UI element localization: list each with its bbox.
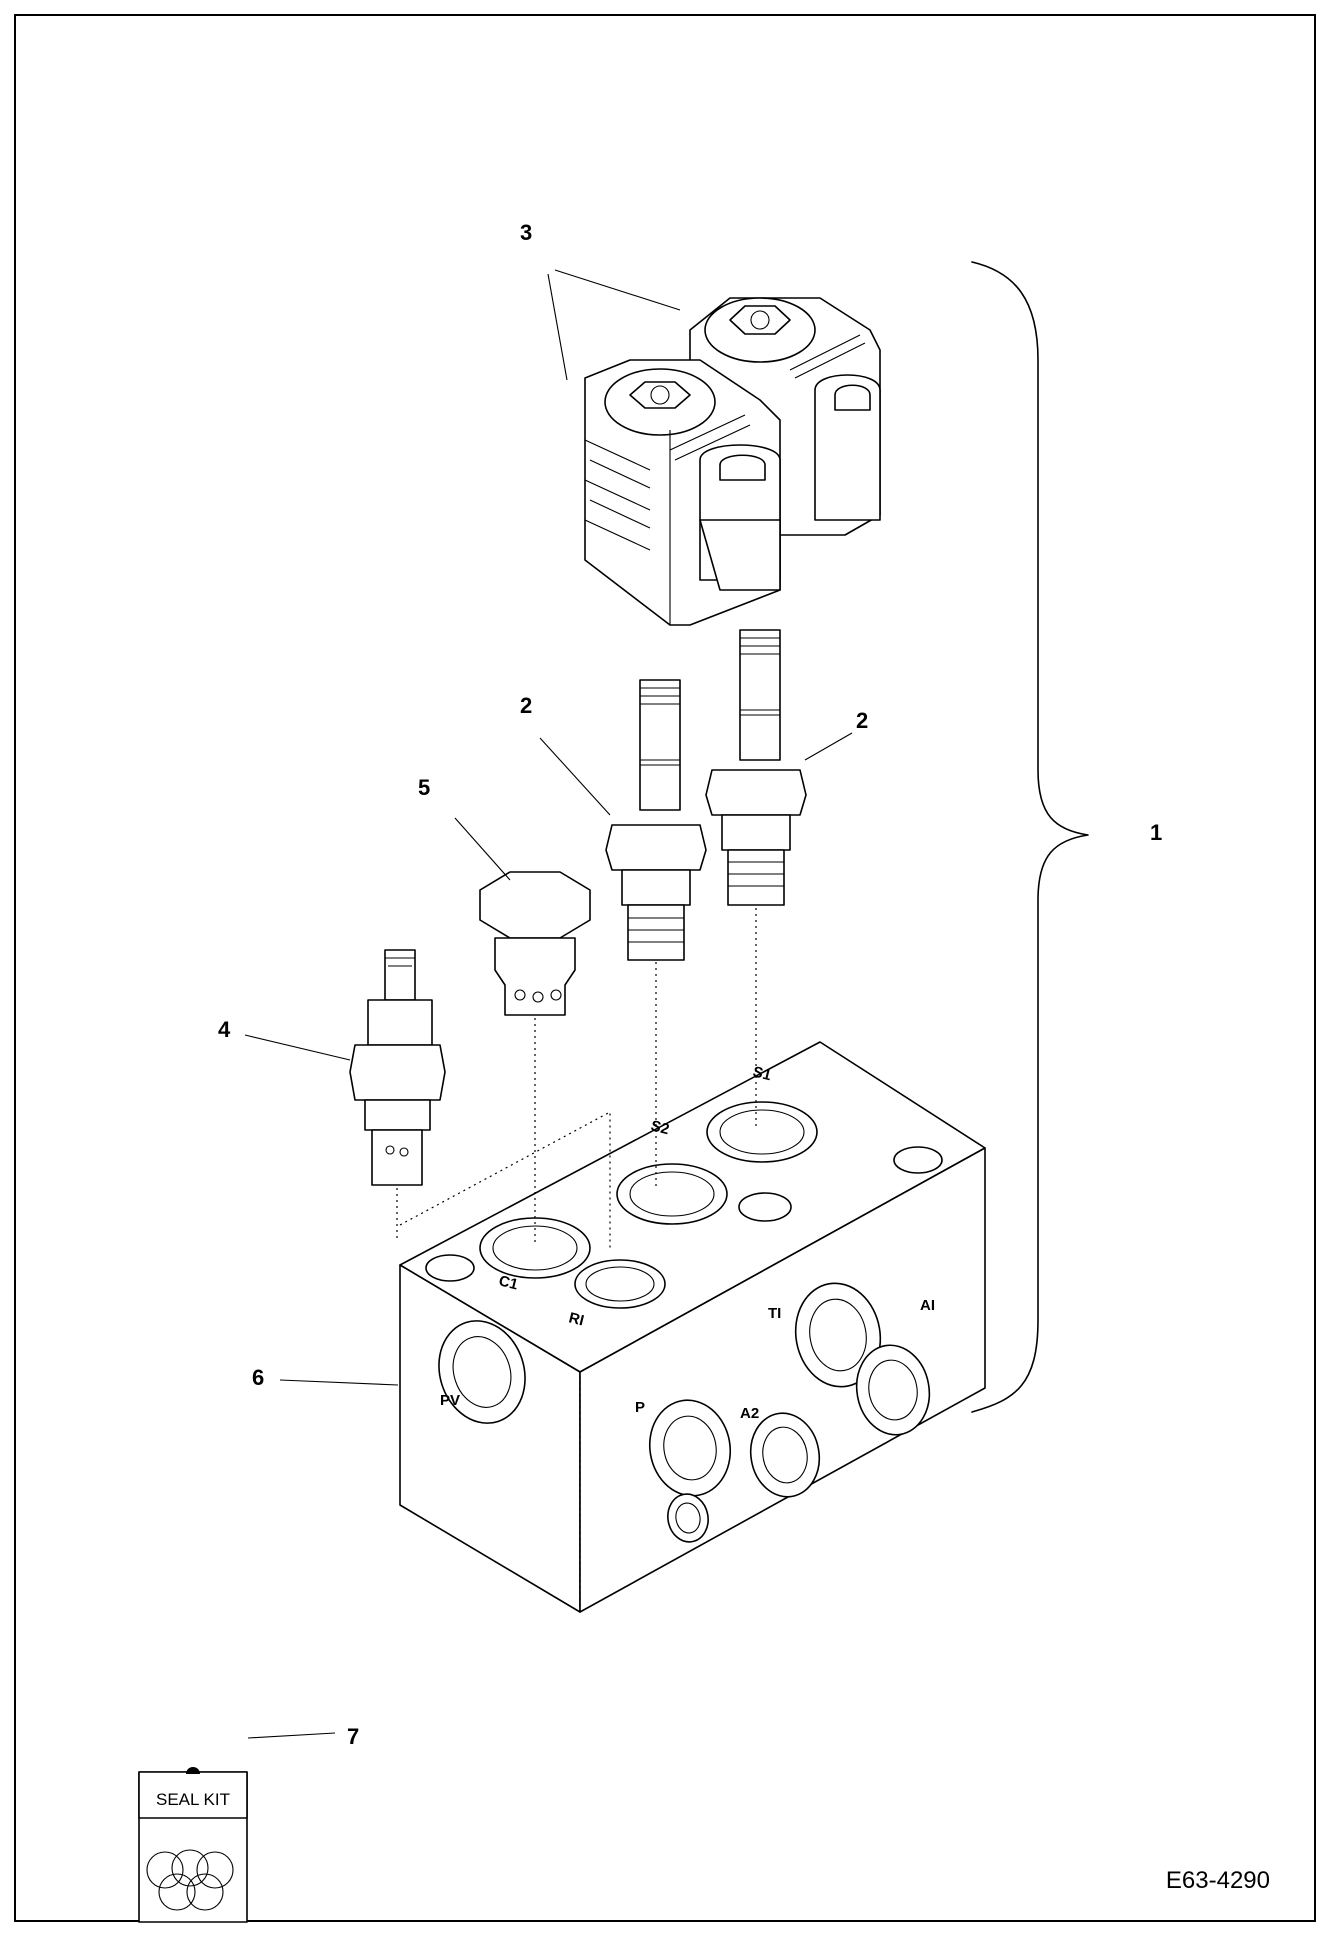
manifold-block	[399, 1041, 986, 1613]
relief-cartridge	[349, 949, 446, 1186]
leader-lines	[244, 269, 853, 1739]
solenoid-cartridge-right	[705, 629, 807, 906]
port-label-a2: A2	[740, 1405, 759, 1422]
solenoid-cartridge-left	[605, 679, 707, 961]
callout-2-left: 2	[520, 693, 532, 718]
callout-3: 3	[520, 220, 532, 245]
port-label-s1: S1	[751, 1063, 773, 1084]
assembly-lines	[396, 908, 757, 1245]
seal-kit-icon: SEAL KIT	[138, 1767, 248, 1923]
callout-4: 4	[218, 1017, 231, 1042]
port-label-c1: C1	[497, 1272, 520, 1293]
callout-6: 6	[252, 1365, 264, 1390]
callout-7: 7	[347, 1724, 359, 1749]
drawing-reference: E63-4290	[1166, 1867, 1270, 1894]
callout-1: 1	[1150, 820, 1162, 845]
seal-kit-label: SEAL KIT	[156, 1790, 230, 1809]
callout-2-right: 2	[856, 708, 868, 733]
port-label-s2: S2	[649, 1117, 671, 1138]
port-label-t1: TI	[768, 1305, 781, 1322]
assembly-brace	[971, 261, 1089, 1413]
port-label-a1: AI	[920, 1297, 935, 1314]
callout-5: 5	[418, 775, 430, 800]
solenoid-coils	[584, 297, 881, 626]
drawing-frame	[14, 14, 1316, 1922]
port-label-pv: PV	[440, 1392, 460, 1409]
port-label-p: P	[635, 1399, 645, 1416]
port-label-ri: RI	[567, 1309, 586, 1329]
hex-plug	[479, 871, 591, 1016]
port-labels: S1 S2 C1 RI PV P A2 TI AI	[440, 1063, 935, 1422]
callout-numbers: 1 2 2 3 4 5 6 7	[218, 220, 1162, 1749]
